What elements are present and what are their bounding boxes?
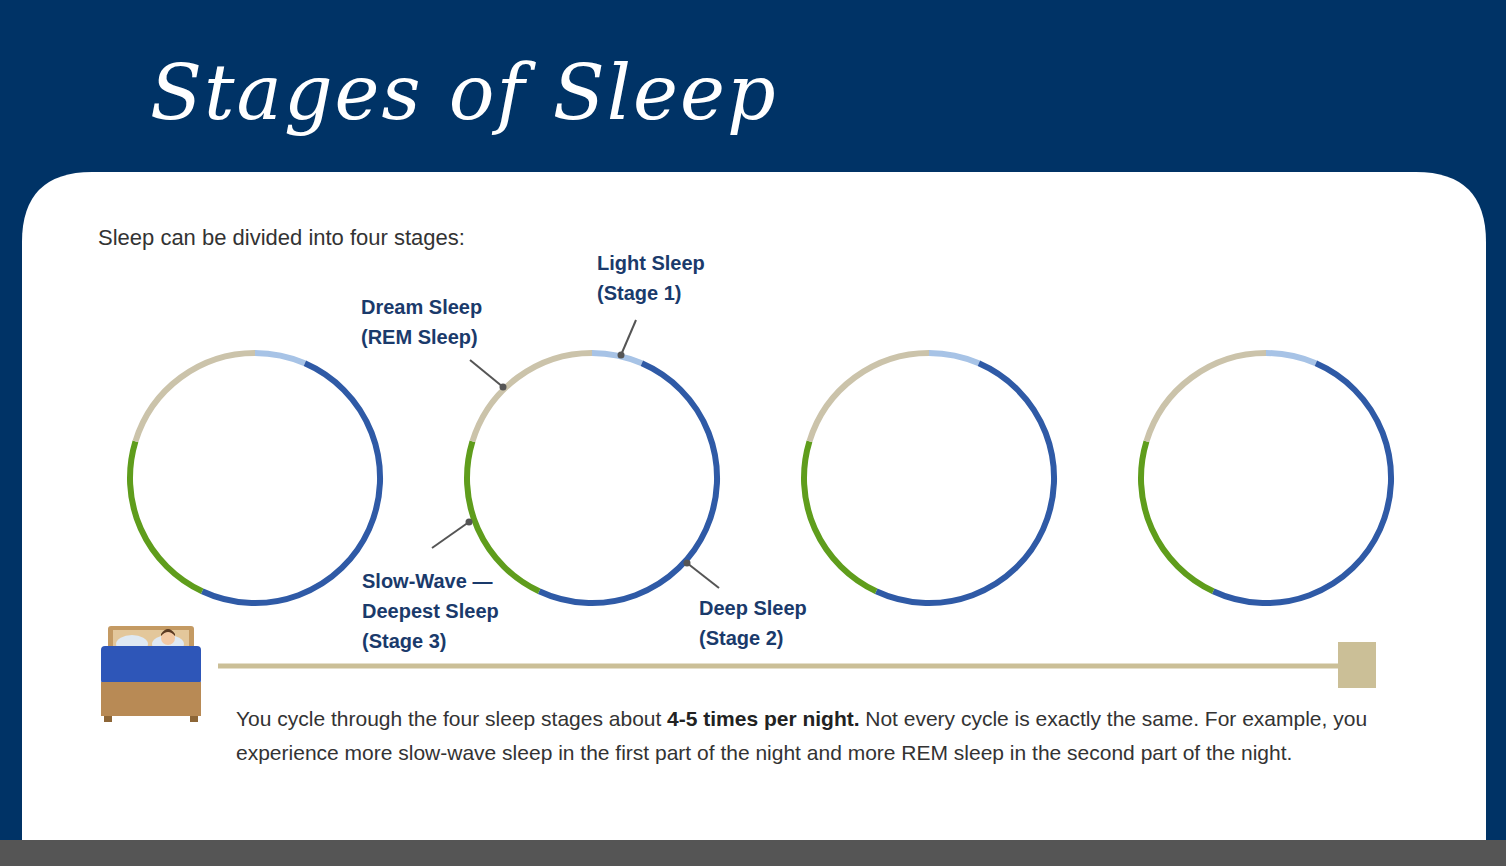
rem-sleep-arc <box>472 353 592 441</box>
slow-wave-arc <box>130 441 202 591</box>
bed-base <box>101 682 201 716</box>
leader-line <box>432 522 469 548</box>
stage-label: Slow-Wave — Deepest Sleep (Stage 3) <box>362 566 527 656</box>
light-sleep-arc <box>929 353 979 363</box>
stage-label: Dream Sleep (REM Sleep) <box>361 292 511 352</box>
deep-sleep-arc <box>539 363 717 603</box>
sleeper-hair <box>161 629 175 636</box>
page-title: Stages of Sleep <box>150 48 778 137</box>
note-text: You cycle through the four sleep stages … <box>236 707 661 730</box>
leader-dot <box>684 560 691 567</box>
bed-icon <box>101 626 201 722</box>
rem-sleep-arc <box>1146 353 1266 441</box>
emphasis-text: 4-5 times per night. <box>667 707 860 730</box>
deep-sleep-arc <box>876 363 1054 603</box>
bed-foot <box>190 716 198 722</box>
light-sleep-arc <box>592 353 642 363</box>
rem-sleep-arc <box>135 353 255 441</box>
light-sleep-arc <box>1266 353 1316 363</box>
leader-line <box>687 563 719 588</box>
stage-label: Deep Sleep (Stage 2) <box>699 593 829 653</box>
blanket <box>101 646 201 684</box>
bottom-bar <box>0 840 1506 866</box>
intro-text: Sleep can be divided into four stages: <box>98 225 465 251</box>
deep-sleep-arc <box>202 363 380 603</box>
leader-dot <box>500 384 507 391</box>
leader-dot <box>618 352 625 359</box>
leader-line <box>470 360 503 387</box>
bed-foot <box>104 716 112 722</box>
note-paragraph: You cycle through the four sleep stages … <box>236 702 1446 770</box>
deep-sleep-arc <box>1213 363 1391 603</box>
timeline-end <box>1338 642 1376 688</box>
leader-line <box>621 320 636 355</box>
rem-sleep-arc <box>809 353 929 441</box>
slow-wave-arc <box>467 441 539 591</box>
leader-lines <box>432 320 719 588</box>
timeline-line <box>218 664 1340 669</box>
slow-wave-arc <box>804 441 876 591</box>
leader-dot <box>466 519 473 526</box>
stage-label: Light Sleep (Stage 1) <box>597 248 727 308</box>
sleep-cycles <box>130 353 1391 603</box>
light-sleep-arc <box>255 353 305 363</box>
white-panel <box>22 172 1486 842</box>
slow-wave-arc <box>1141 441 1213 591</box>
